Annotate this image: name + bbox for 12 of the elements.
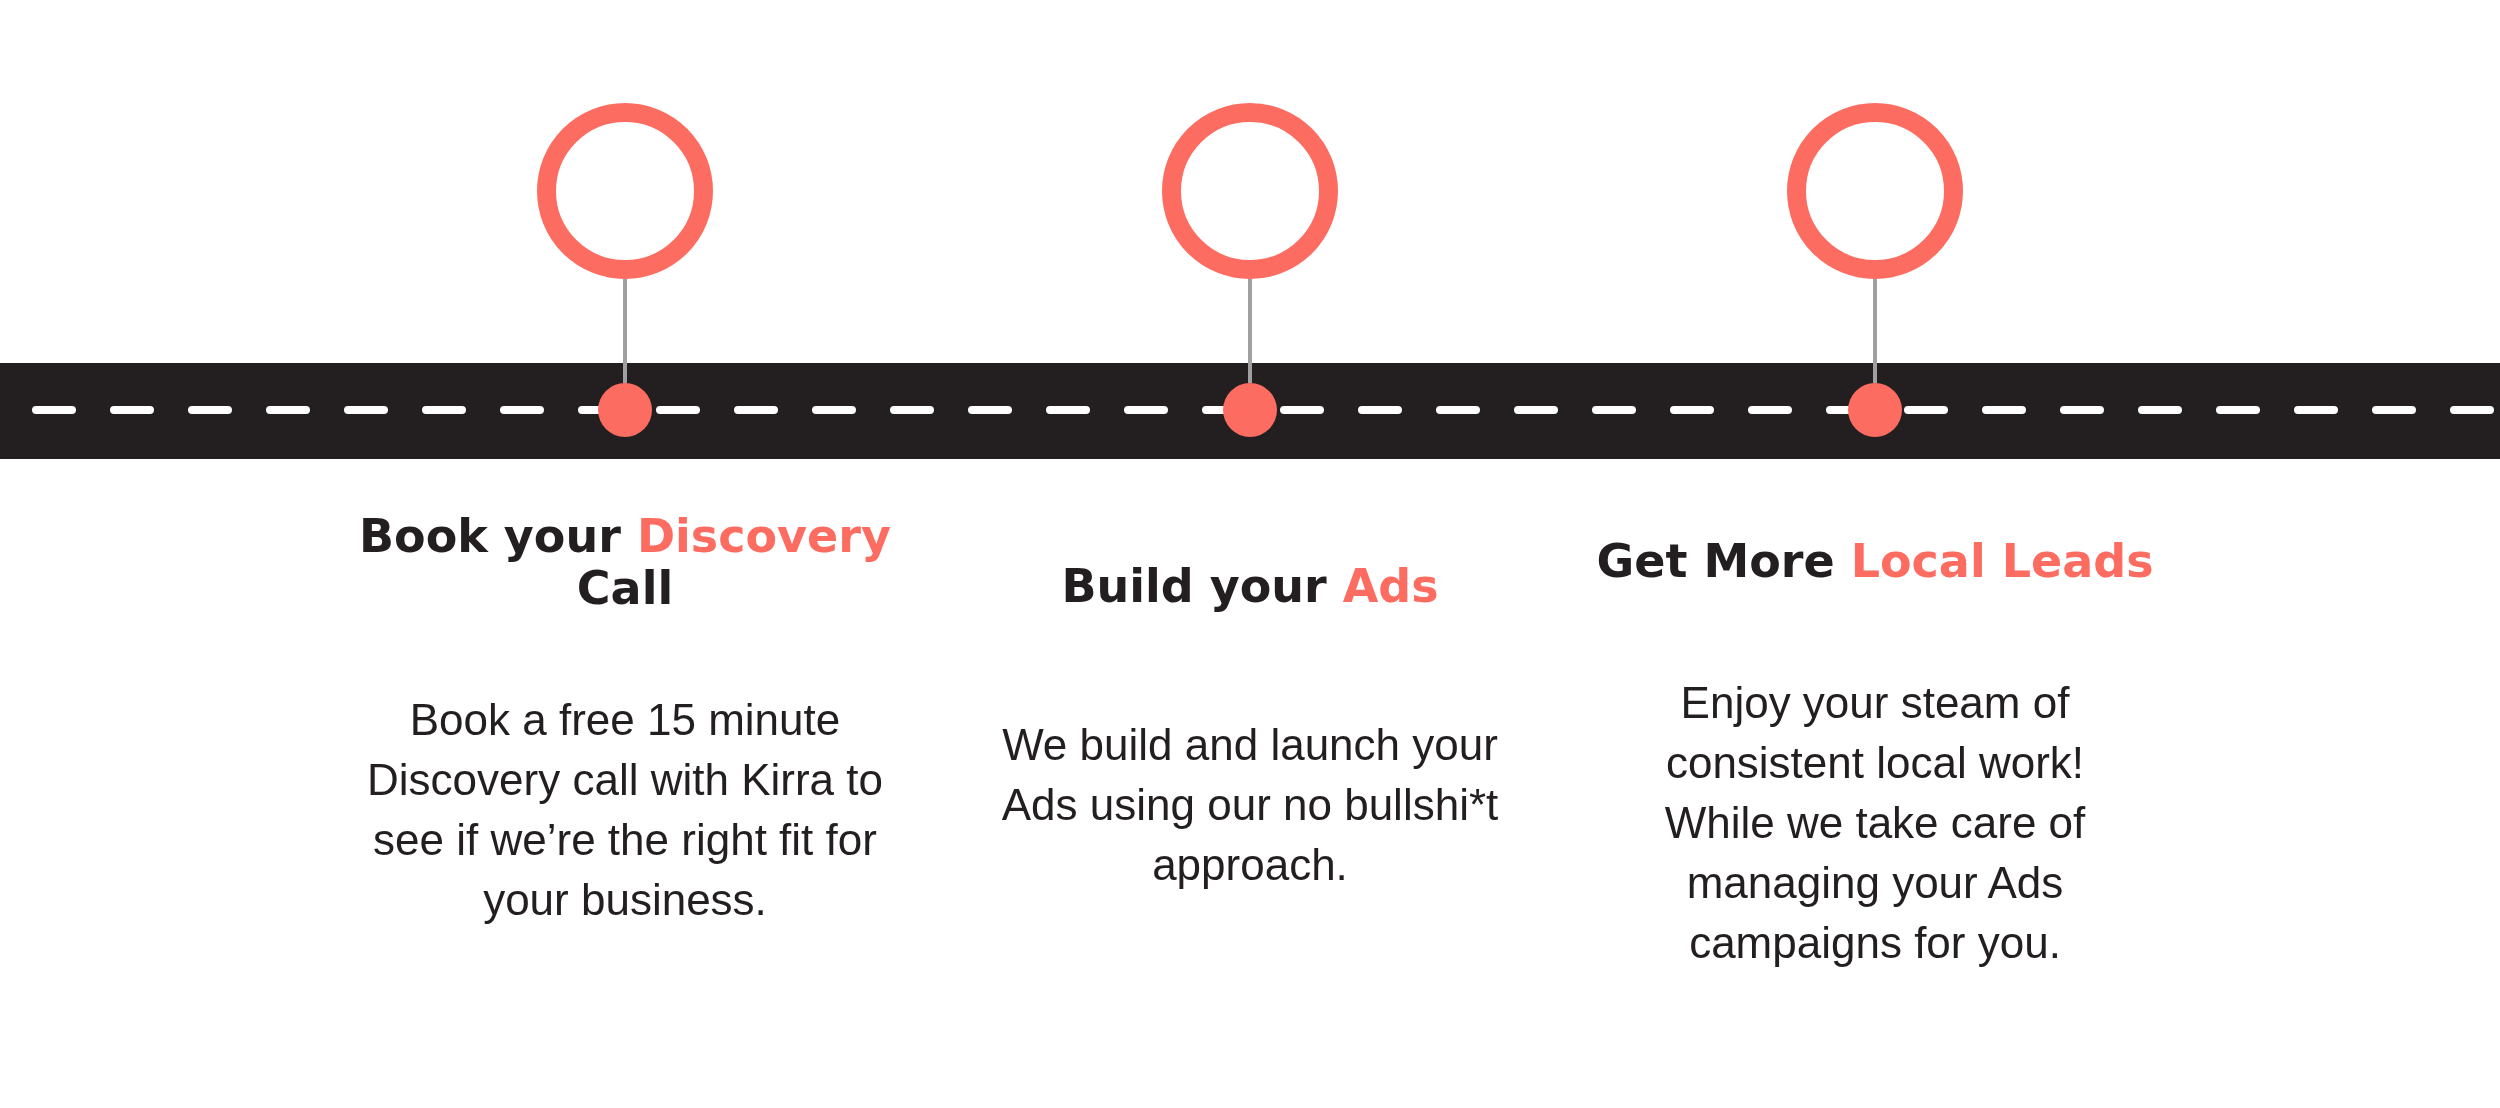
step-description: We build and launch your Ads using our no bullshi*t approach. — [1000, 719, 1500, 891]
step-heading: Build your Ads — [1060, 560, 1440, 612]
milestone-ring — [1787, 103, 1963, 279]
pin-line — [1248, 279, 1252, 383]
step-description: Book a free 15 minute Discovery call with Kirra to see if we’re the right fit for your business. — [366, 694, 884, 926]
pin-line — [1873, 279, 1877, 383]
step-heading: Get More Local Leads — [1595, 535, 2155, 587]
milestone-ring — [1162, 103, 1338, 279]
milestone-ring — [537, 103, 713, 279]
step-description: Enjoy your steam of consistent local work! While we take care of managing your Ads campaigns for you. — [1663, 677, 2087, 969]
step-heading: Book your Discovery Call — [358, 510, 892, 614]
pin-line — [623, 279, 627, 383]
